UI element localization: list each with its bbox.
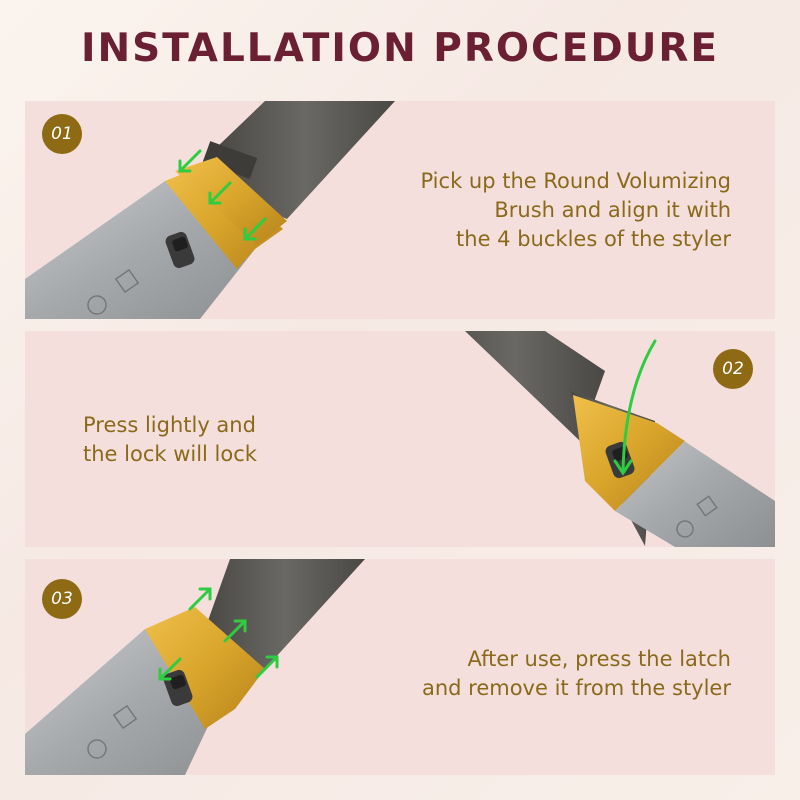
step-number-badge: 02 xyxy=(713,349,753,389)
lock-switch-icon xyxy=(165,231,195,269)
page-title: INSTALLATION PROCEDURE xyxy=(80,26,720,71)
styler-illustration-3 xyxy=(25,559,365,775)
step-number-badge: 03 xyxy=(42,579,82,619)
caption-line: the 4 buckles of the styler xyxy=(456,227,731,251)
styler-illustration-2 xyxy=(423,331,775,547)
caption-line: the lock will lock xyxy=(83,442,257,466)
caption-line: Brush and align it with xyxy=(494,198,731,222)
ce-mark-icon xyxy=(87,704,138,759)
brush-head xyxy=(205,559,365,669)
step-3-caption: After use, press the latch and remove it… xyxy=(422,645,731,703)
step-panel-1: 01 Pick up the Round Volumizing Brush an… xyxy=(25,101,775,319)
caption-line: After use, press the latch xyxy=(467,647,731,671)
ce-mark-icon xyxy=(87,268,140,315)
green-arrow-icon xyxy=(178,149,267,241)
caption-line: Press lightly and xyxy=(83,413,256,437)
caption-line: Pick up the Round Volumizing xyxy=(420,169,731,193)
styler-handle xyxy=(615,423,775,547)
brush-head xyxy=(423,331,605,441)
gold-collar xyxy=(165,163,283,269)
step-2-caption: Press lightly and the lock will lock xyxy=(83,411,257,469)
step-number-badge: 01 xyxy=(42,114,82,154)
step-panel-2: 02 Press lightly and the lock will lock xyxy=(25,331,775,547)
step-1-caption: Pick up the Round Volumizing Brush and a… xyxy=(420,167,731,254)
step-panel-3: 03 After use, press the latch and remove… xyxy=(25,559,775,775)
styler-illustration-1 xyxy=(25,101,395,319)
brush-head xyxy=(202,101,395,219)
green-arrow-icon xyxy=(613,339,657,476)
gold-collar xyxy=(145,607,265,729)
caption-line: and remove it from the styler xyxy=(421,676,731,700)
ce-mark-icon xyxy=(676,495,718,538)
green-arrow-icon xyxy=(158,587,279,681)
